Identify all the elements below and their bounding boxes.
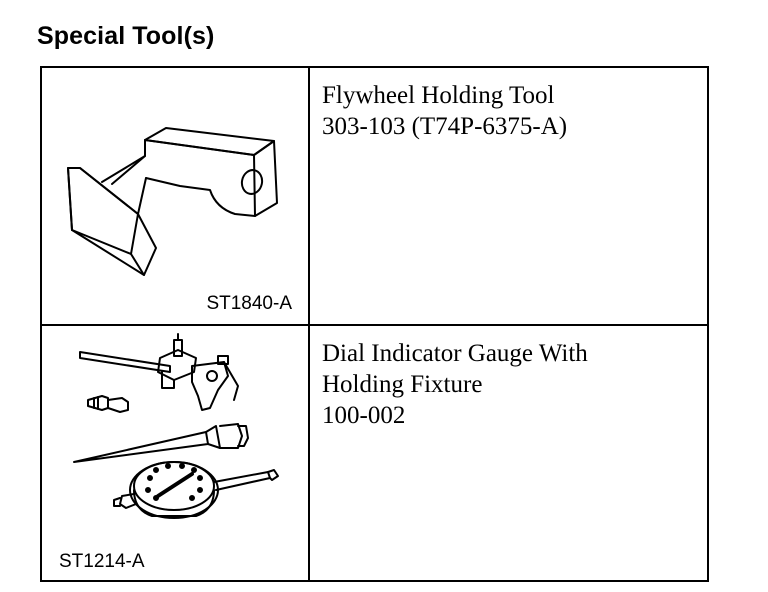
tool-row: ST1214-A Dial Indicator Gauge With Holdi… — [42, 326, 707, 580]
figure-id-label: ST1840-A — [206, 293, 292, 314]
tool-illustration-cell: ST1214-A — [42, 326, 310, 580]
tool-name: Dial Indicator Gauge With — [322, 340, 588, 367]
tool-description-cell: Flywheel Holding Tool 303-103 (T74P-6375… — [310, 68, 707, 324]
figure-id-label: ST1214-A — [59, 551, 145, 572]
tool-row: ST1840-A Flywheel Holding Tool 303-103 (… — [42, 68, 707, 326]
tool-name-continued: Holding Fixture — [322, 371, 483, 398]
tool-part-number: 303-103 (T74P-6375-A) — [322, 113, 568, 140]
tool-name: Flywheel Holding Tool — [322, 82, 555, 109]
tool-description-cell: Dial Indicator Gauge With Holding Fixtur… — [310, 326, 707, 580]
tool-illustration-cell: ST1840-A — [42, 68, 310, 324]
dial-indicator-gauge-icon — [73, 333, 279, 519]
section-heading: Special Tool(s) — [37, 22, 215, 50]
flywheel-holding-tool-icon — [67, 127, 278, 276]
tool-part-number: 100-002 — [322, 402, 406, 429]
special-tools-table: ST1840-A Flywheel Holding Tool 303-103 (… — [40, 66, 709, 582]
